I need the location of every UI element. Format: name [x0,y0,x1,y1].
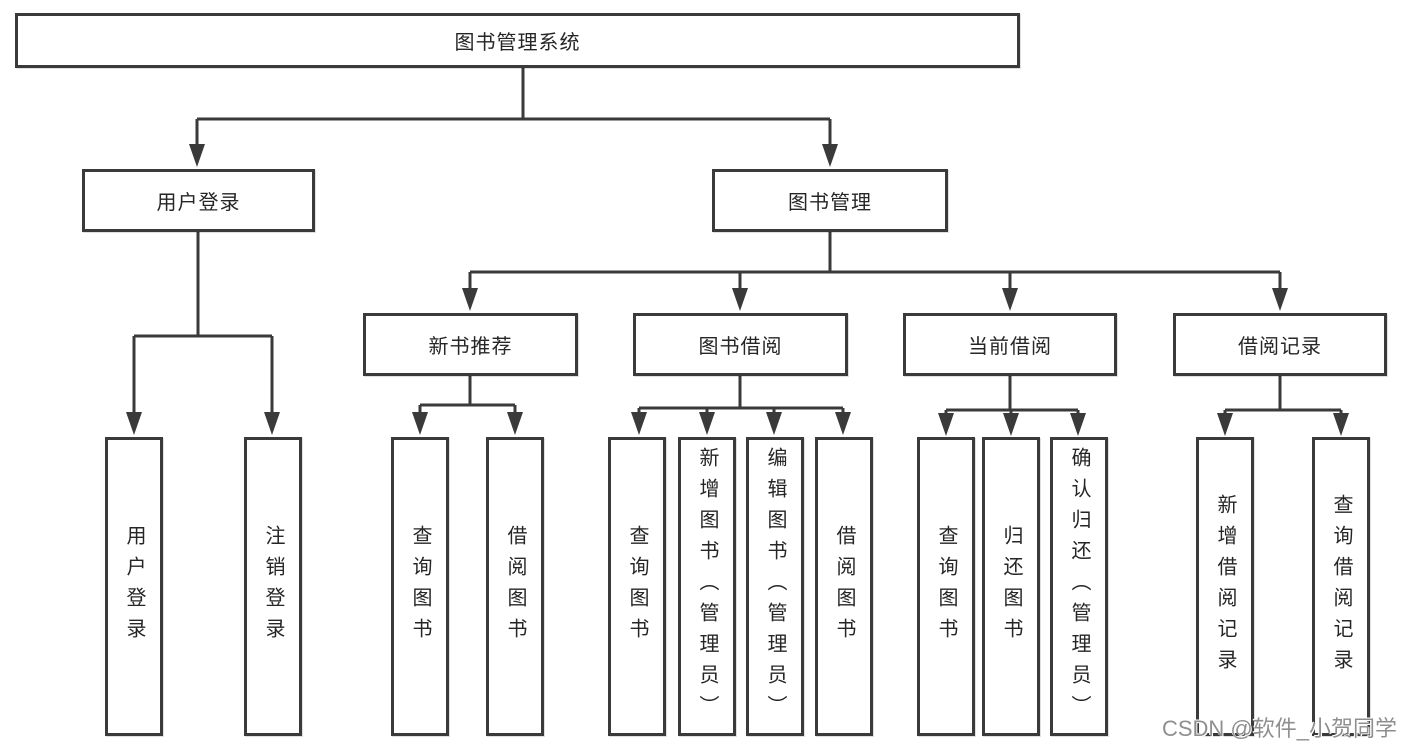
leaf-edit-books-admin: 编辑图书（管理员） [746,437,804,736]
leaf-query-books-borrow: 查询图书 [608,437,666,736]
connector-book-borrow-branch [631,376,851,435]
leaf-logout: 注销登录 [244,437,302,736]
connector-user-login-branch [126,232,280,435]
node-book-borrow: 图书借阅 [633,313,848,376]
leaf-add-books-admin: 新增图书（管理员） [678,437,736,736]
node-book-management: 图书管理 [712,169,948,232]
connector-book-management-branch [462,232,1288,311]
leaf-user-login: 用户登录 [105,437,163,736]
leaf-borrow-books: 借阅图书 [815,437,873,736]
node-current-borrow: 当前借阅 [903,313,1117,376]
leaf-add-borrow-record: 新增借阅记录 [1196,437,1254,736]
leaf-query-books-current: 查询图书 [917,437,975,736]
leaf-return-books: 归还图书 [982,437,1040,736]
connector-new-book-branch [412,376,523,435]
node-borrow-records: 借阅记录 [1173,313,1387,376]
leaf-query-borrow-record: 查询借阅记录 [1312,437,1370,736]
connector-root-to-level2 [189,66,838,167]
node-root-system: 图书管理系统 [15,13,1020,68]
connector-borrow-records-branch [1217,376,1349,436]
node-new-book-recommend: 新书推荐 [363,313,578,376]
leaf-query-books-recommend: 查询图书 [391,437,449,736]
leaf-borrow-books-recommend: 借阅图书 [486,437,544,736]
node-user-login: 用户登录 [82,169,315,232]
watermark: CSDN @软件_小贺同学 [1161,716,1397,741]
connector-current-borrow-branch [938,376,1086,436]
leaf-confirm-return-admin: 确认归还（管理员） [1050,437,1108,736]
